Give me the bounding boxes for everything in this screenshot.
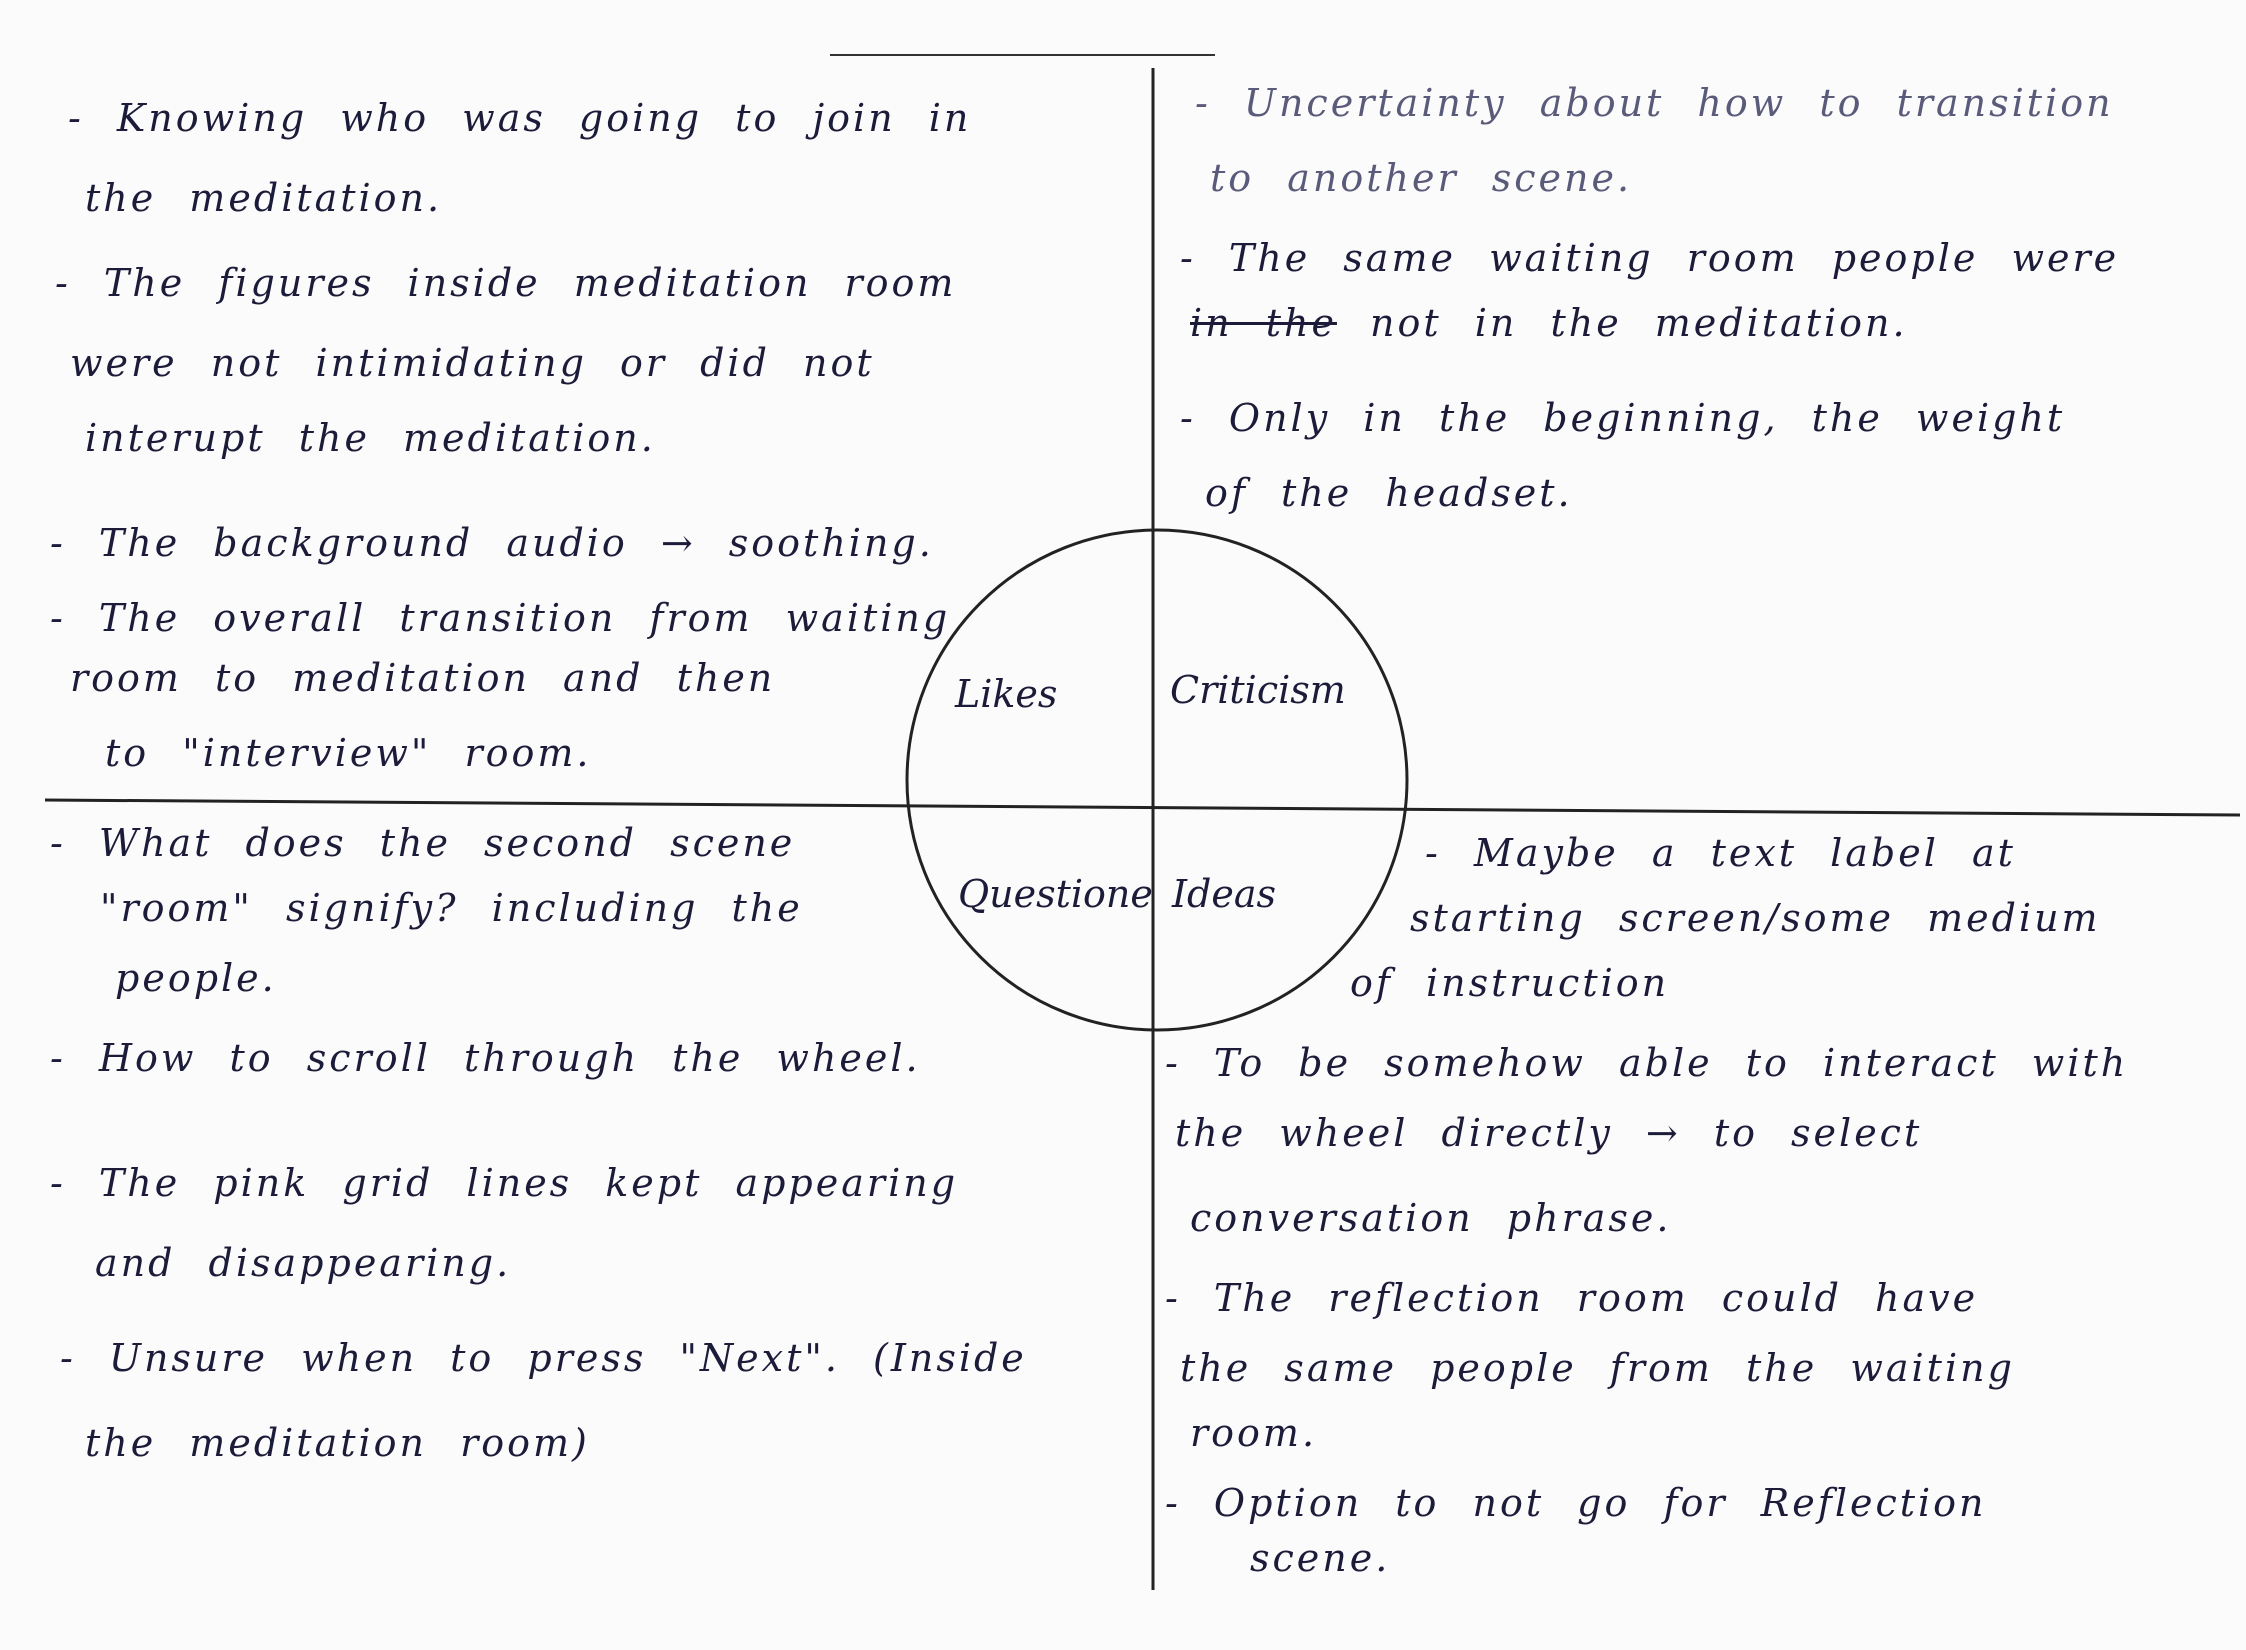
likes-line: the meditation.: [85, 176, 443, 220]
questions-line: the meditation room): [85, 1421, 590, 1465]
likes-line: to "interview" room.: [105, 731, 592, 775]
ideas-line: - Option to not go for Reflection: [1165, 1481, 1987, 1525]
ideas-line: the wheel directly → to select: [1175, 1111, 1923, 1155]
ideas-line: starting screen/some medium: [1410, 896, 2101, 940]
questions-line: "room" signify? including the: [100, 886, 803, 930]
likes-line: - The figures inside meditation room: [55, 261, 957, 305]
label-ideas: Ideas: [1172, 872, 1276, 916]
likes-line: - The background audio → soothing.: [50, 521, 934, 565]
ideas-line: scene.: [1250, 1536, 1391, 1580]
likes-line: - Knowing who was going to join in: [68, 96, 972, 140]
likes-line: room to meditation and then: [70, 656, 776, 700]
criticism-line-2: in the not in the meditation.: [1190, 300, 1908, 346]
ideas-line: of instruction: [1350, 961, 1670, 1005]
questions-line: and disappearing.: [95, 1241, 512, 1285]
questions-line: - How to scroll through the wheel.: [50, 1036, 921, 1080]
criticism-line: - Only in the beginning, the weight: [1180, 396, 2066, 440]
label-criticism: Criticism: [1170, 668, 1346, 712]
label-likes: Likes: [955, 672, 1058, 716]
center-circle: [905, 528, 1409, 1032]
likes-line: - The overall transition from waiting: [50, 596, 951, 640]
questions-line: - The pink grid lines kept appearing: [50, 1161, 959, 1205]
criticism-text: not in the meditation.: [1370, 301, 1908, 345]
likes-line: were not intimidating or did not: [70, 341, 875, 385]
questions-line: people.: [115, 956, 277, 1000]
ideas-line: - The reflection room could have: [1165, 1276, 1979, 1320]
ideas-line: conversation phrase.: [1190, 1196, 1672, 1240]
ideas-line: the same people from the waiting: [1180, 1346, 2015, 1390]
horizontal-divider: [44, 798, 2241, 817]
criticism-line: to another scene.: [1210, 156, 1633, 200]
questions-line: - What does the second scene: [50, 821, 796, 865]
questions-line: - Unsure when to press "Next". (Inside: [60, 1336, 1027, 1380]
ideas-line: - To be somehow able to interact with: [1165, 1041, 2129, 1085]
criticism-line: of the headset.: [1205, 471, 1573, 515]
ideas-line: - Maybe a text label at: [1425, 831, 2016, 875]
criticism-line: - Uncertainty about how to transition: [1195, 81, 2114, 125]
likes-line: interupt the meditation.: [85, 416, 656, 460]
label-questions: Questione: [958, 872, 1153, 916]
crossed-out-text: in the: [1190, 301, 1337, 345]
ideas-line: room.: [1190, 1411, 1318, 1455]
criticism-line: - The same waiting room people were: [1180, 236, 2120, 280]
